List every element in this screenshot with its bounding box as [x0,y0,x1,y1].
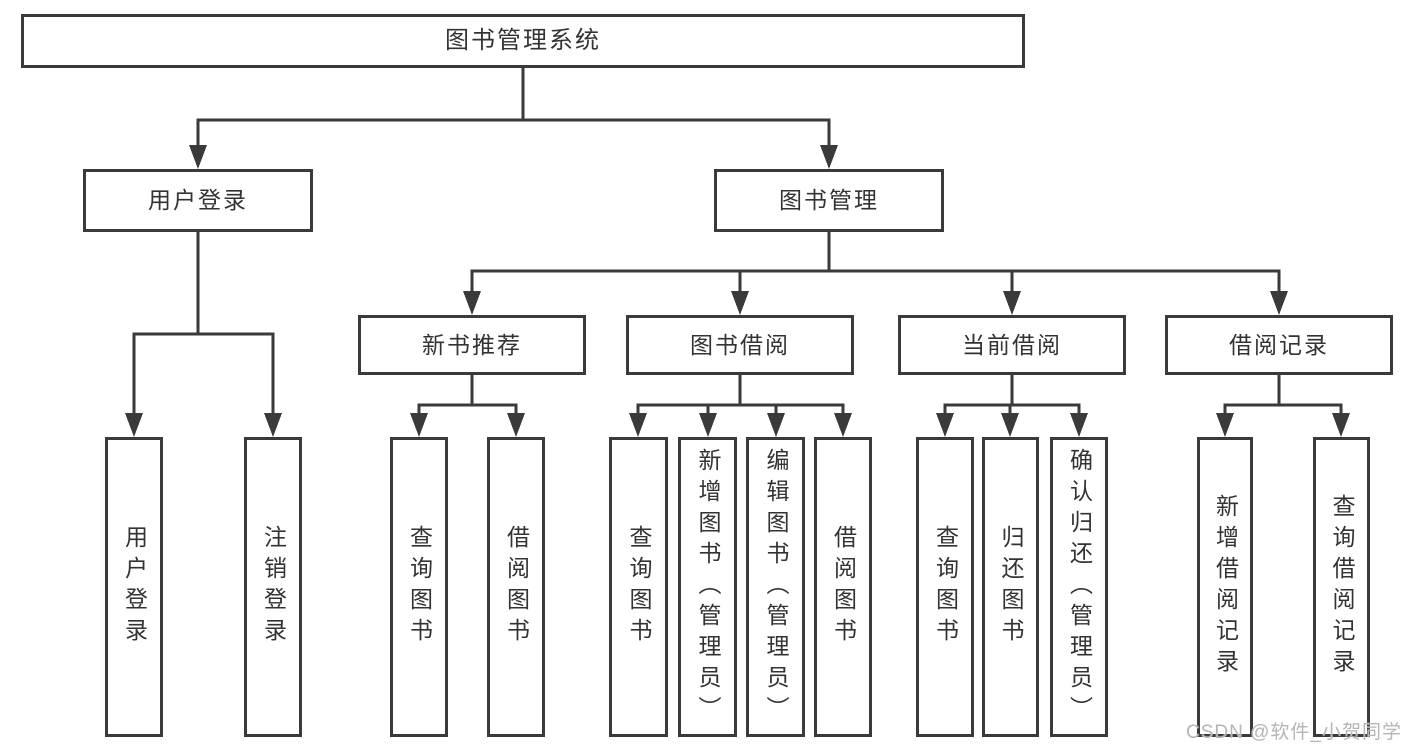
csdn-watermark: CSDN @软件_小贺同学 [1186,722,1402,743]
arrowhead-icon [463,291,481,315]
node-recommend-borrow-books: 借阅图书 [487,437,545,737]
node-borrowing-edit-books-admin: 编辑图书（管理员） [746,437,805,737]
node-current-borrowing: 当前借阅 [898,315,1126,375]
node-logout: 注销登录 [244,437,302,737]
arrowhead-icon [834,413,852,437]
node-borrowing-borrow-books: 借阅图书 [814,437,872,737]
node-borrowing-query-books: 查询图书 [609,437,668,737]
node-borrowing-add-books-admin: 新增图书（管理员） [678,437,737,737]
node-current-confirm-return-admin: 确认归还（管理员） [1050,437,1108,737]
arrowhead-icon [1070,413,1088,437]
arrowhead-icon [731,291,749,315]
arrowhead-icon [1332,413,1350,437]
node-user-login: 用户登录 [83,169,313,232]
node-user-login-leaf: 用户登录 [105,437,163,737]
arrowhead-icon [936,413,954,437]
node-records-query-record: 查询借阅记录 [1313,437,1370,737]
node-records-add-record: 新增借阅记录 [1197,437,1253,737]
node-book-borrowing: 图书借阅 [626,315,854,375]
arrowhead-icon [1001,413,1019,437]
arrowhead-icon [629,413,647,437]
arrowhead-icon [1216,413,1234,437]
arrowhead-icon [264,413,282,437]
arrowhead-icon [410,413,428,437]
arrowhead-icon [507,413,525,437]
arrowhead-icon [767,413,785,437]
node-new-book-recommend: 新书推荐 [358,315,586,375]
arrowhead-icon [820,145,838,169]
node-current-return-books: 归还图书 [982,437,1039,737]
arrowhead-icon [189,145,207,169]
node-library-management-system: 图书管理系统 [21,14,1025,68]
node-current-query-books: 查询图书 [916,437,974,737]
arrowhead-icon [125,413,143,437]
node-book-management: 图书管理 [714,169,944,232]
arrowhead-icon [1270,291,1288,315]
node-borrowing-records: 借阅记录 [1165,315,1393,375]
arrowhead-icon [1003,291,1021,315]
node-recommend-query-books: 查询图书 [390,437,448,737]
arrowhead-icon [699,413,717,437]
